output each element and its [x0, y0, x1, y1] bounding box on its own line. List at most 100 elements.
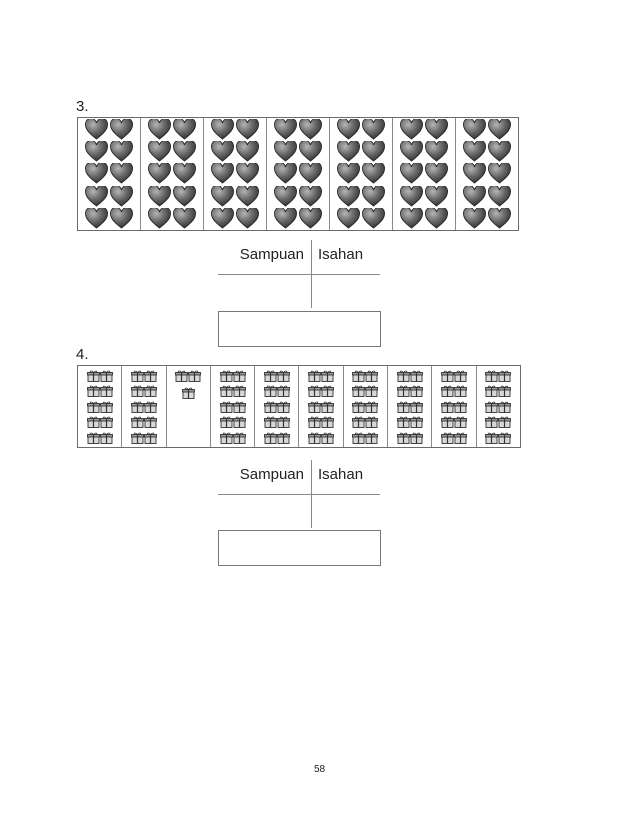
gift-icon: [232, 401, 246, 413]
gift-icon: [454, 432, 467, 444]
gift-icon: [130, 385, 144, 397]
heart-icon: [172, 119, 197, 140]
gift-icon: [219, 432, 233, 444]
gift-icon: [441, 370, 454, 382]
heart-icon: [424, 185, 449, 207]
heart-icon: [235, 119, 260, 140]
heart-icon: [273, 207, 298, 229]
heart-icon: [462, 119, 487, 140]
gift-icon: [188, 370, 202, 382]
gift-icon: [232, 370, 246, 382]
group-cell: [267, 118, 330, 230]
group-cell: [344, 366, 389, 447]
heart-icon: [361, 185, 386, 207]
gift-icon: [99, 432, 113, 444]
gift-icon: [498, 385, 512, 397]
gift-icon: [485, 432, 499, 444]
heart-icon: [172, 207, 197, 229]
gift-icon: [365, 401, 379, 413]
heart-icon: [399, 185, 424, 207]
heart-icon: [273, 119, 298, 140]
heart-icon: [210, 119, 235, 140]
group-cell: [393, 118, 456, 230]
gift-icon: [143, 385, 157, 397]
heart-icon: [462, 163, 487, 184]
gift-icon: [321, 416, 335, 428]
group-cell: [122, 366, 167, 447]
gift-icon: [321, 385, 335, 397]
heart-icon: [147, 185, 172, 207]
gift-icon: [365, 416, 379, 428]
gift-icon: [219, 416, 233, 428]
gift-icon: [308, 416, 322, 428]
heart-icon: [336, 141, 361, 162]
gift-icon: [86, 416, 100, 428]
gift-icon: [143, 416, 157, 428]
heart-icon: [462, 185, 487, 207]
gift-icon: [498, 401, 512, 413]
heart-icon: [109, 119, 134, 140]
question-number: 4.: [76, 346, 89, 363]
gift-icon: [485, 385, 499, 397]
group-cell: [78, 118, 141, 230]
gift-icon: [396, 385, 410, 397]
heart-icon: [235, 185, 260, 207]
heart-icon: [235, 207, 260, 229]
gift-icon: [276, 416, 290, 428]
gift-icon: [232, 416, 246, 428]
heart-icon: [109, 185, 134, 207]
gift-icon: [454, 416, 467, 428]
gift-icon: [263, 385, 277, 397]
gift-icon: [232, 432, 246, 444]
heart-icon: [399, 141, 424, 162]
gift-icon: [321, 401, 335, 413]
gift-icon: [276, 370, 290, 382]
heart-icon: [298, 141, 323, 162]
heart-icon: [84, 119, 109, 140]
answer-box[interactable]: [218, 530, 381, 566]
column-header-tens: Sampuan: [218, 460, 312, 494]
gift-icon: [498, 370, 512, 382]
heart-icon: [361, 207, 386, 229]
gift-icon: [143, 370, 157, 382]
table-divider: [218, 495, 312, 528]
gift-icon: [498, 416, 512, 428]
heart-icon: [361, 141, 386, 162]
heart-icon: [147, 141, 172, 162]
gift-icon: [454, 370, 467, 382]
gift-icon: [441, 432, 454, 444]
heart-icon: [424, 119, 449, 140]
group-cell: [204, 118, 267, 230]
heart-icon: [147, 163, 172, 184]
gifts-group-panel: [77, 365, 521, 448]
heart-icon: [399, 163, 424, 184]
heart-icon: [210, 185, 235, 207]
column-header-ones: Isahan: [318, 246, 364, 263]
heart-icon: [462, 141, 487, 162]
gift-icon: [130, 370, 144, 382]
gift-icon: [441, 401, 454, 413]
gift-icon: [409, 416, 423, 428]
gift-icon: [86, 432, 100, 444]
question-number: 3.: [76, 98, 89, 115]
gift-icon: [263, 432, 277, 444]
answer-box[interactable]: [218, 311, 381, 347]
gift-icon: [321, 370, 335, 382]
heart-icon: [298, 119, 323, 140]
gift-icon: [219, 370, 233, 382]
heart-icon: [172, 163, 197, 184]
gift-icon: [396, 370, 410, 382]
heart-icon: [487, 119, 512, 140]
gift-icon: [276, 432, 290, 444]
heart-icon: [336, 185, 361, 207]
gift-icon: [352, 370, 366, 382]
gift-icon: [308, 370, 322, 382]
heart-icon: [298, 163, 323, 184]
gift-icon: [232, 385, 246, 397]
heart-icon: [273, 185, 298, 207]
heart-icon: [361, 119, 386, 140]
heart-icon: [210, 141, 235, 162]
gift-icon: [276, 401, 290, 413]
place-value-table: Sampuan Isahan: [218, 240, 380, 308]
gift-icon: [321, 432, 335, 444]
